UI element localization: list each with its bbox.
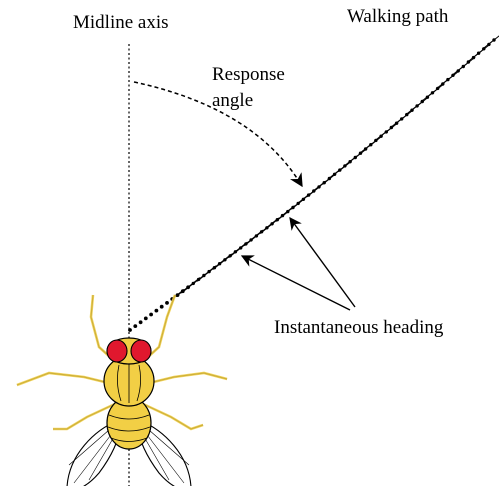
walking-path-heading-tick — [462, 57, 476, 68]
walking-path-heading-tick — [354, 148, 368, 159]
walking-path-heading-tick — [400, 110, 414, 121]
walking-path-heading-tick — [446, 70, 460, 81]
walking-path-dots — [128, 38, 496, 332]
walking-path-heading-tick — [477, 44, 491, 55]
walking-path-heading-tick — [234, 242, 248, 253]
heading-arrow-upper — [290, 218, 355, 307]
response-angle-label-line1: Response — [212, 64, 285, 85]
walking-path-heading-tick — [369, 136, 383, 147]
walking-path-dot — [149, 313, 153, 317]
response-angle-label-line2: angle — [212, 90, 253, 111]
heading-arrow-lower — [242, 256, 350, 310]
fly-left-eye — [107, 340, 127, 362]
walking-path-dot — [155, 309, 159, 313]
walking-path-dot — [165, 301, 169, 305]
walking-path-dot — [128, 328, 132, 332]
walking-path-dot — [139, 320, 143, 324]
walking-path-heading-tick — [187, 278, 201, 289]
walking-path-dot — [160, 305, 164, 309]
walking-path-label: Walking path — [347, 6, 449, 27]
walking-path-heading-tick — [416, 97, 430, 108]
walking-path-dot — [133, 324, 137, 328]
instantaneous-heading-label: Instantaneous heading — [274, 317, 444, 338]
walking-path-heading-tick — [218, 254, 232, 265]
fly-illustration — [17, 295, 227, 486]
walking-path-dot — [144, 317, 148, 321]
midline-axis-label: Midline axis — [73, 12, 169, 33]
fly-right-eye — [131, 340, 151, 362]
walking-path-heading-tick — [338, 161, 352, 172]
walking-path-heading-tick — [431, 84, 445, 95]
walking-path-heading-tick — [385, 123, 399, 134]
